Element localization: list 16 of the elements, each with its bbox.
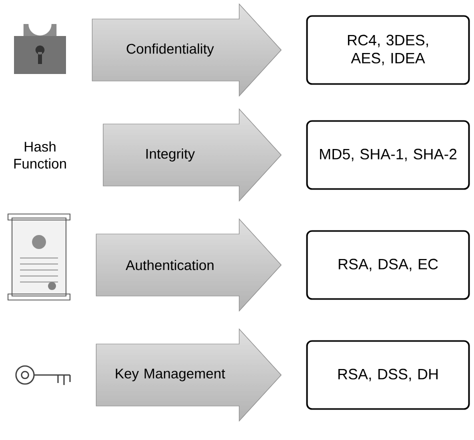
key-icon [15,365,71,386]
block-arrow [102,108,282,202]
arrow-label: Integrity [146,148,195,162]
result-box: RSA, DSA, EC [306,230,470,300]
arrow-label: Authentication [126,260,214,270]
block-arrow [92,3,282,97]
block-arrow [96,218,282,312]
result-box: RSA, DSS, DH [306,340,470,410]
lock-icon [14,22,66,74]
arrow-label: Key Management [116,368,226,382]
arrow-label: Confidentiality [126,43,214,57]
block-arrow [96,328,282,422]
certificate-drawing [8,214,70,300]
hash-function-label: Hash Function [14,141,66,169]
result-box: RC4, 3DES, AES, IDEA [306,15,470,85]
result-box: MD5, SHA-1, SHA-2 [306,120,470,190]
